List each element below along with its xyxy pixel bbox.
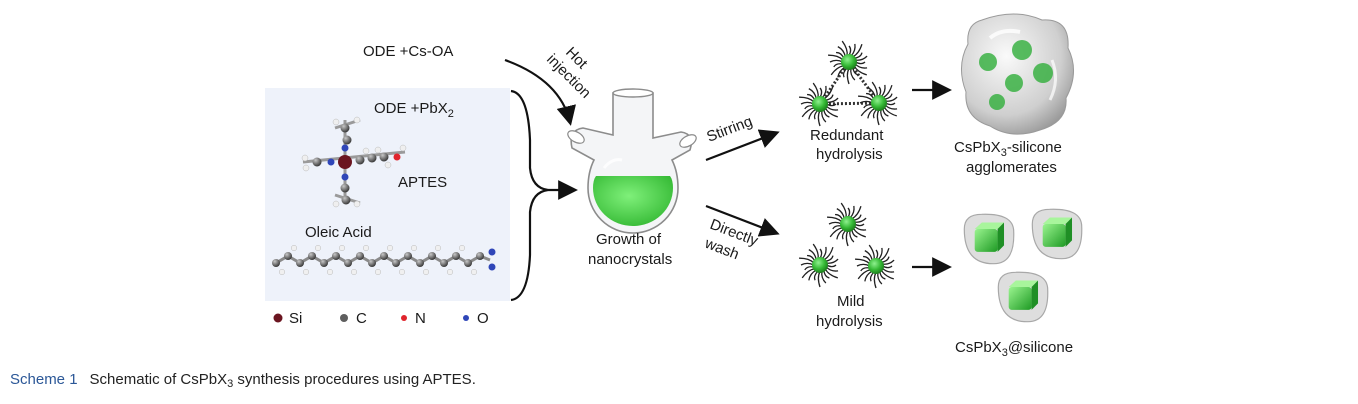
directly-wash-arrow — [705, 204, 780, 237]
coated-cube-bottom — [997, 271, 1049, 323]
atom-legend: Si C N O — [273, 310, 489, 327]
redundant-particle-right — [858, 81, 898, 126]
label-pbx2: ODE +PbX2 — [374, 100, 454, 120]
legend-o-dot — [463, 315, 469, 321]
label-mild-1: Mild — [837, 293, 865, 310]
label-aptes: APTES — [398, 174, 447, 191]
hot-injection-arrow — [504, 58, 576, 126]
legend-si-label: Si — [289, 310, 302, 327]
silicone-agglomerate — [961, 13, 1074, 135]
three-neck-flask — [567, 88, 697, 234]
merge-brace — [510, 89, 549, 302]
mild-particle-left — [799, 243, 839, 288]
label-stirring: Stirring — [704, 113, 754, 146]
label-oleic-acid: Oleic Acid — [305, 224, 372, 241]
label-growth-1: Growth of — [596, 231, 662, 248]
caption-text-suffix: synthesis procedures using APTES. — [233, 371, 476, 388]
label-redundant-2: hydrolysis — [816, 146, 883, 163]
legend-si-dot — [273, 313, 283, 323]
legend-n-dot — [401, 315, 407, 321]
coated-cube-left — [963, 213, 1015, 265]
label-agglomerates-2: agglomerates — [966, 159, 1057, 176]
figure-caption: Scheme 1 Schematic of CsPbX3 synthesis pr… — [10, 371, 476, 390]
coated-cube-right — [1031, 208, 1083, 260]
label-cs-oa: ODE +Cs-OA — [363, 43, 453, 60]
label-coated: CsPbX3@silicone — [955, 339, 1073, 359]
mild-hydrolysis-particles — [799, 202, 895, 289]
redundant-particle-top — [828, 40, 868, 85]
redundant-particle-left — [799, 82, 839, 127]
mild-particle-top — [827, 202, 867, 247]
legend-c-label: C — [356, 310, 367, 327]
caption-text-prefix: Schematic of CsPbX — [89, 371, 228, 388]
legend-n-label: N — [415, 310, 426, 327]
aptes-molecule — [301, 116, 407, 208]
caption-subscript: 3 — [227, 378, 234, 390]
caption-label: Scheme 1 — [10, 371, 78, 388]
stirring-arrow — [705, 129, 780, 162]
label-growth-2: nanocrystals — [588, 251, 672, 268]
legend-o-label: O — [477, 310, 489, 327]
label-agglomerates-1: CsPbX3-silicone — [954, 139, 1062, 159]
legend-c-dot — [340, 314, 348, 322]
redundant-hydrolysis-particles — [799, 40, 898, 127]
mild-particle-right — [855, 244, 895, 289]
silicone-coated-cubes — [963, 208, 1083, 323]
label-redundant-1: Redundant — [810, 127, 884, 144]
label-mild-2: hydrolysis — [816, 313, 883, 330]
oleic-acid-molecule — [272, 244, 496, 276]
